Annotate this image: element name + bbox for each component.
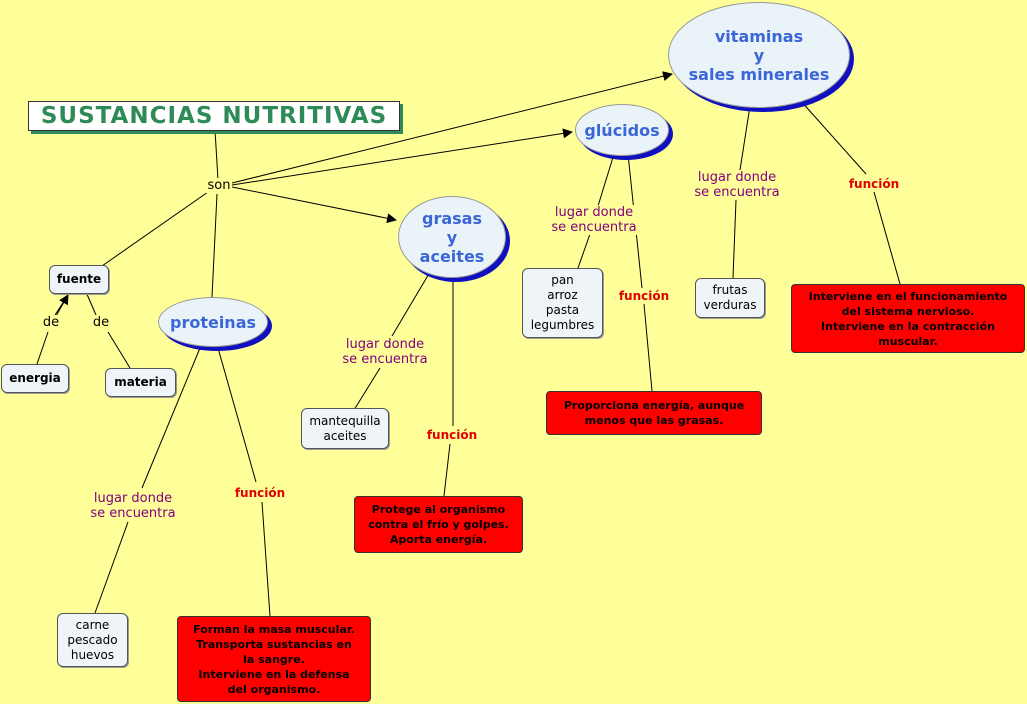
arrow-son-glucidos <box>231 128 573 186</box>
link-label-funcion-proteinas: función <box>230 486 290 501</box>
line-de-energia <box>36 331 49 365</box>
concept-fuente[interactable]: fuente <box>49 265 109 294</box>
link-label-funcion-glucidos: función <box>614 289 674 304</box>
link-label-lugar-glucidos: lugar donde se encuentra <box>549 205 639 235</box>
page-title: SUSTANCIAS NUTRITIVAS <box>28 101 400 131</box>
line-lugar-carne <box>94 521 129 614</box>
function-box-grasas[interactable]: Protege al organismo contra el frío y go… <box>354 496 523 553</box>
line-funcion-red-proteinas <box>261 501 271 617</box>
line-de-materia <box>107 331 131 369</box>
source-box-glucidos[interactable]: pan arroz pasta legumbres <box>522 268 603 338</box>
function-box-vitaminas[interactable]: Interviene en el funcionamiento del sist… <box>791 284 1025 353</box>
line-son-fuente <box>101 191 209 267</box>
line-lugar-pan <box>577 233 591 269</box>
concept-materia[interactable]: materia <box>105 368 176 397</box>
link-label-funcion-vitaminas: función <box>844 177 904 192</box>
line-funcion-red-vitaminas <box>873 191 901 285</box>
line-fuente-de-right <box>85 291 97 316</box>
line-lugar-mantequilla <box>353 367 381 411</box>
source-box-grasas[interactable]: mantequilla aceites <box>301 408 389 449</box>
line-funcion-red-glucidos <box>643 303 653 392</box>
concept-energia[interactable]: energia <box>1 364 69 393</box>
line-vitaminas-funcion <box>799 99 867 175</box>
line-vitaminas-lugar <box>739 105 751 171</box>
source-box-vitaminas[interactable]: frutas verduras <box>695 278 765 318</box>
link-label-lugar-vitaminas: lugar donde se encuentra <box>692 170 782 200</box>
line-glucidos-lugar <box>597 153 615 207</box>
concept-grasas[interactable]: grasas y aceites <box>398 196 506 278</box>
link-label-son: son <box>206 178 232 193</box>
arrow-son-vitaminas <box>231 71 673 184</box>
line-proteinas-funcion <box>217 347 257 483</box>
function-box-proteinas[interactable]: Forman la masa muscular. Transporta sust… <box>177 616 371 702</box>
line-title-son <box>214 129 219 181</box>
line-proteinas-lugar <box>141 347 201 489</box>
source-box-proteinas[interactable]: carne pescado huevos <box>57 613 128 667</box>
line-grasas-lugar <box>391 271 431 337</box>
line-funcion-red-grasas <box>443 443 451 497</box>
link-label-de-left: de <box>38 315 64 330</box>
arrow-son-grasas <box>231 186 397 224</box>
link-label-funcion-grasas: función <box>422 428 482 443</box>
link-label-lugar-proteinas: lugar donde se encuentra <box>88 491 178 521</box>
line-son-proteinas <box>211 193 218 298</box>
concept-vitaminas[interactable]: vitaminas y sales minerales <box>668 2 850 108</box>
link-label-lugar-grasas: lugar donde se encuentra <box>340 337 430 367</box>
concept-proteinas[interactable]: proteinas <box>158 297 268 347</box>
function-box-glucidos[interactable]: Proporciona energía, aunque menos que la… <box>546 391 762 435</box>
link-label-de-right: de <box>88 315 114 330</box>
concept-glucidos[interactable]: glúcidos <box>575 104 669 156</box>
line-lugar-frutas <box>732 199 737 279</box>
